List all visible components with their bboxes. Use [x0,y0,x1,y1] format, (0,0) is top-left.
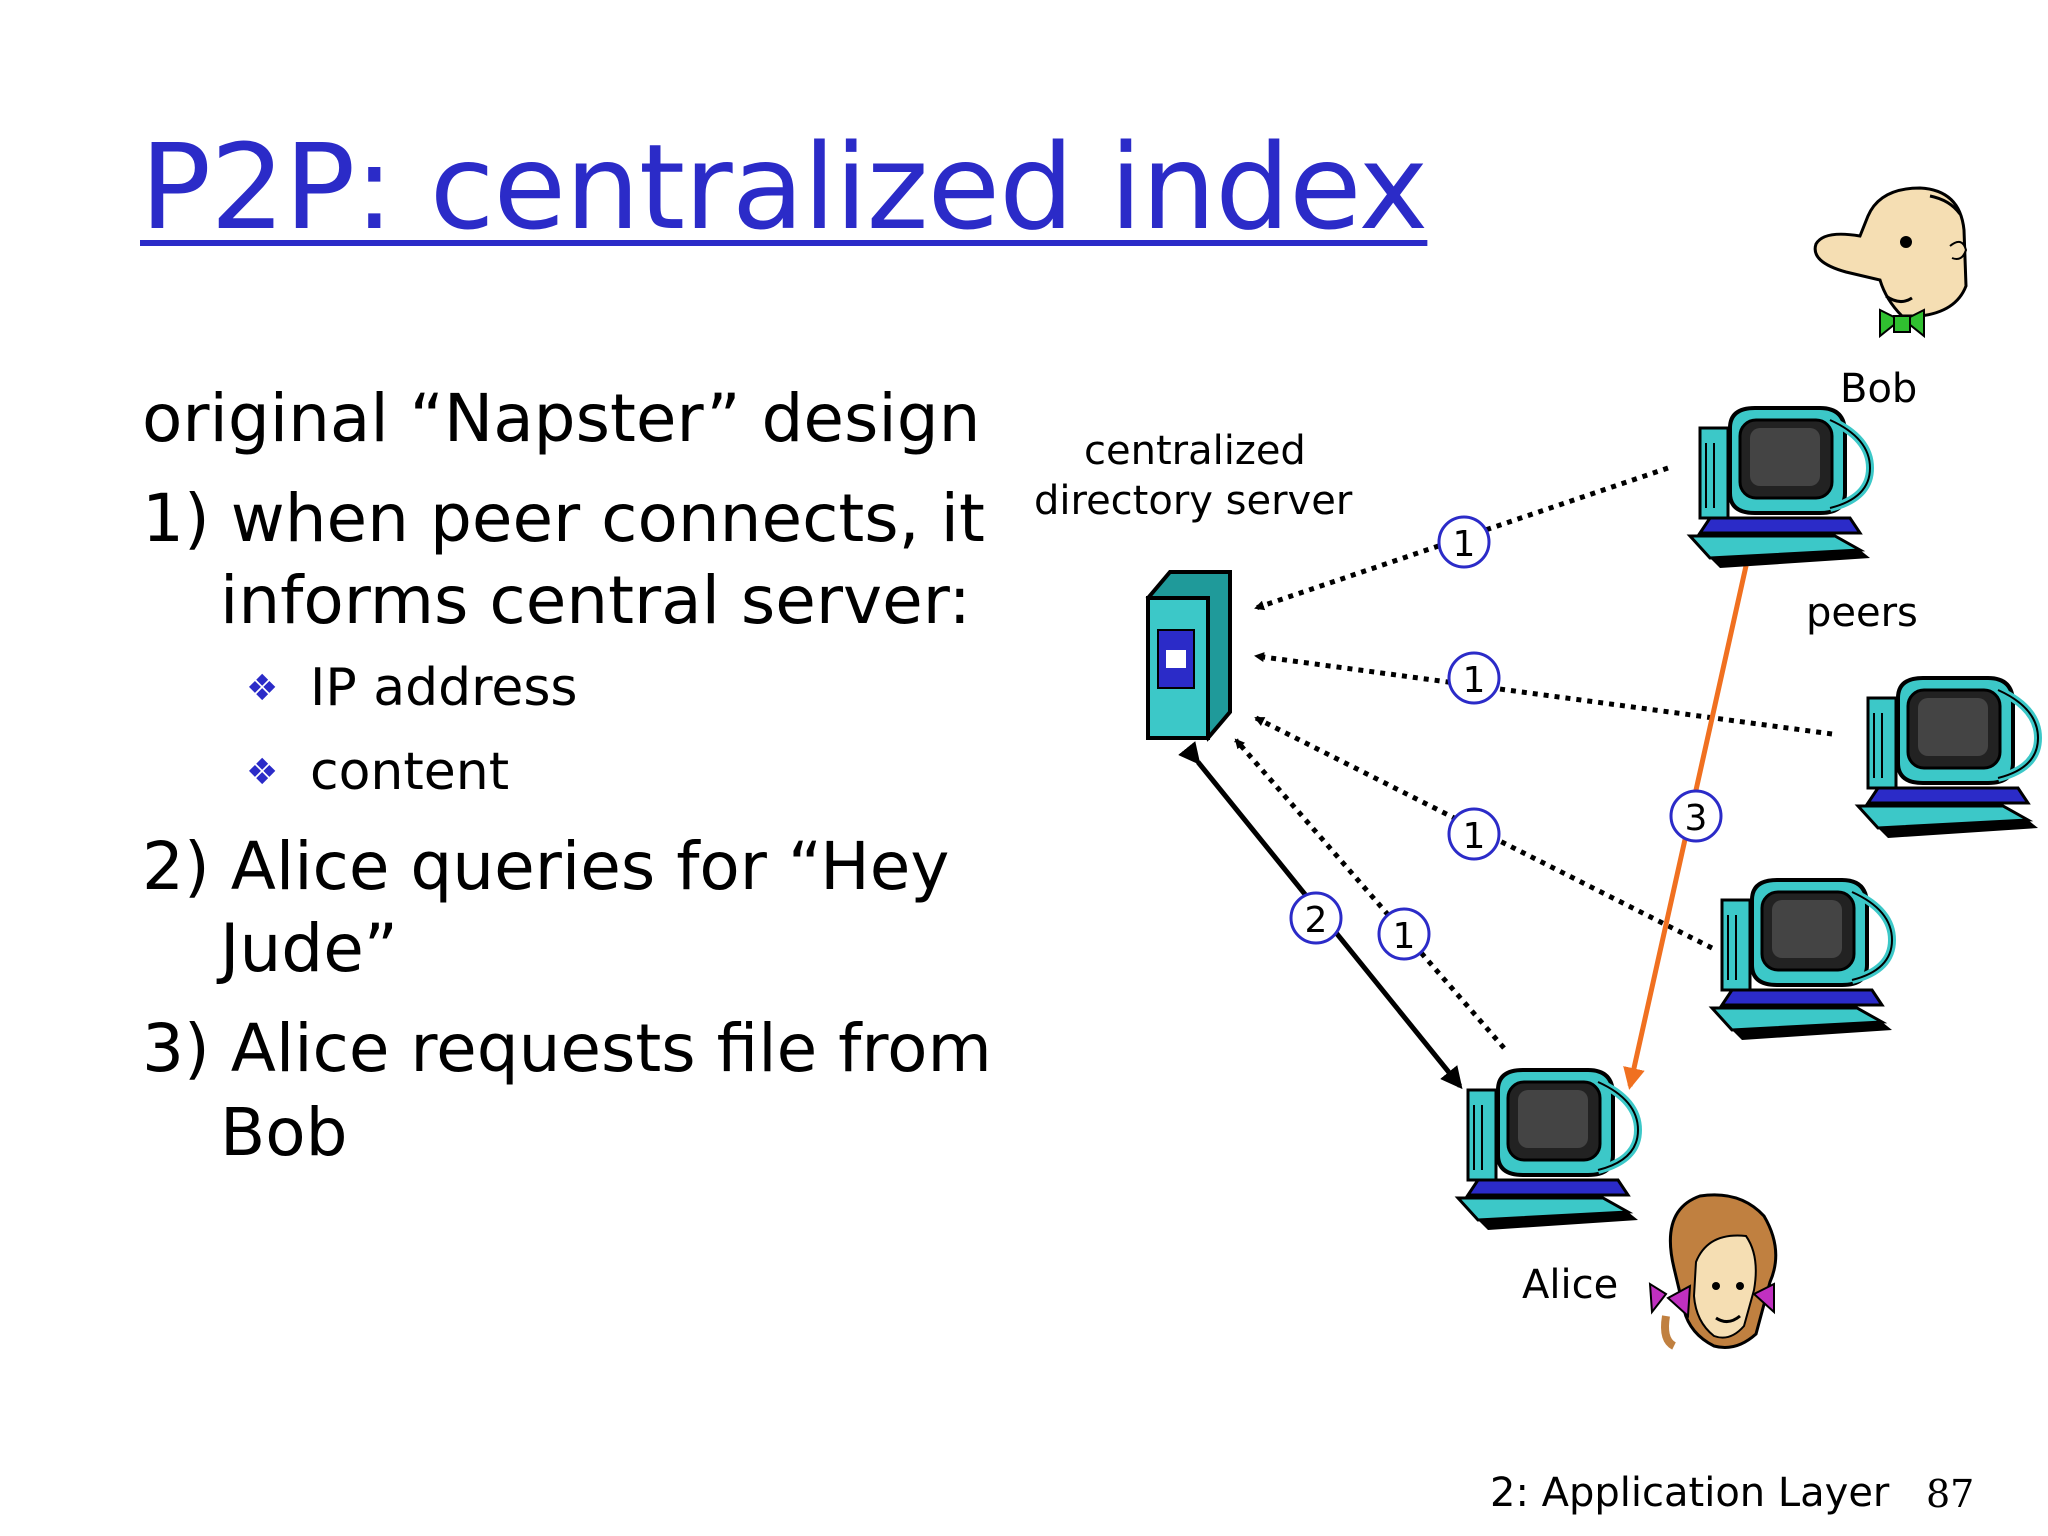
bob-label: Bob [1840,366,1918,412]
step-circle [1447,651,1501,705]
line-step2-b: Jude” [220,910,398,987]
line-step1-b: informs central server: [220,562,971,639]
step-circle [1377,907,1431,961]
dotted-arrow-alice [1234,738,1506,1050]
line-step2-a: 2) Alice queries for “Hey [142,828,950,905]
page-number: 87 [1926,1472,1975,1516]
slide-title: P2P: centralized index [140,118,1428,256]
peer-computer-icon [1858,678,2038,838]
step-circle [1437,515,1491,569]
alice-person-icon [1648,1193,1778,1350]
bullet-diamond-icon: ❖ [246,668,279,709]
bob-computer-icon [1690,408,1870,568]
step-label: 3 [1685,798,1708,839]
step-circle [1289,891,1343,945]
line-original-design: original “Napster” design [142,380,981,457]
bob-person-icon [1813,186,1968,339]
step-label: 1 [1453,524,1476,565]
step-label: 1 [1463,660,1486,701]
step-label: 2 [1305,900,1328,941]
line-step3-a: 3) Alice requests file from [142,1010,992,1087]
bullet-ip-address: IP address [310,658,578,718]
server-label-line1: centralized [1084,428,1306,474]
bullet-content: content [310,742,510,802]
line-step1-a: 1) when peer connects, it [142,480,985,557]
peers-label: peers [1806,590,1918,636]
step-label: 1 [1393,916,1416,957]
step-label: 1 [1463,816,1486,857]
step-circle [1669,789,1723,843]
server-label-line2: directory server [1034,478,1353,524]
bullet-diamond-icon: ❖ [246,752,279,793]
line-step3-b: Bob [220,1094,348,1171]
peer-computer-icon [1712,880,1892,1040]
directory-server-icon [1145,570,1232,742]
step-circle [1447,807,1501,861]
alice-label: Alice [1522,1262,1619,1308]
footer-chapter: 2: Application Layer [1490,1470,1890,1516]
dotted-arrow-peer2 [1254,652,1833,737]
alice-computer-icon [1458,1070,1638,1230]
